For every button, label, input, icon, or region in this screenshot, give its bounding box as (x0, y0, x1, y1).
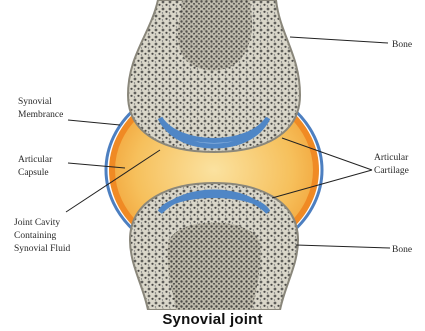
label-articular-cartilage-1: Articular (374, 153, 409, 163)
label-articular-capsule-1: Articular (18, 155, 53, 165)
synovial-joint-diagram: Bone Synovial Membrance Articular Capsul… (0, 0, 425, 310)
label-bone-top: Bone (392, 40, 412, 50)
label-articular-cartilage-2: Cartilage (374, 166, 409, 176)
leader-bone-bottom (296, 245, 390, 248)
label-bone-bottom: Bone (392, 245, 412, 255)
label-synovial-membrane-1: Synovial (18, 97, 52, 107)
leader-bone-top (290, 37, 388, 43)
diagram-caption: Synovial joint (0, 311, 425, 328)
label-joint-cavity-3: Synovial Fluid (14, 244, 70, 254)
label-articular-capsule-2: Capsule (18, 168, 49, 178)
label-joint-cavity-1: Joint Cavity (14, 218, 60, 228)
label-joint-cavity-2: Containing (14, 231, 56, 241)
label-synovial-membrane-2: Membrance (18, 110, 63, 120)
upper-bone (128, 0, 300, 152)
lower-bone (130, 183, 298, 310)
leader-synovial-membrane (68, 120, 120, 125)
